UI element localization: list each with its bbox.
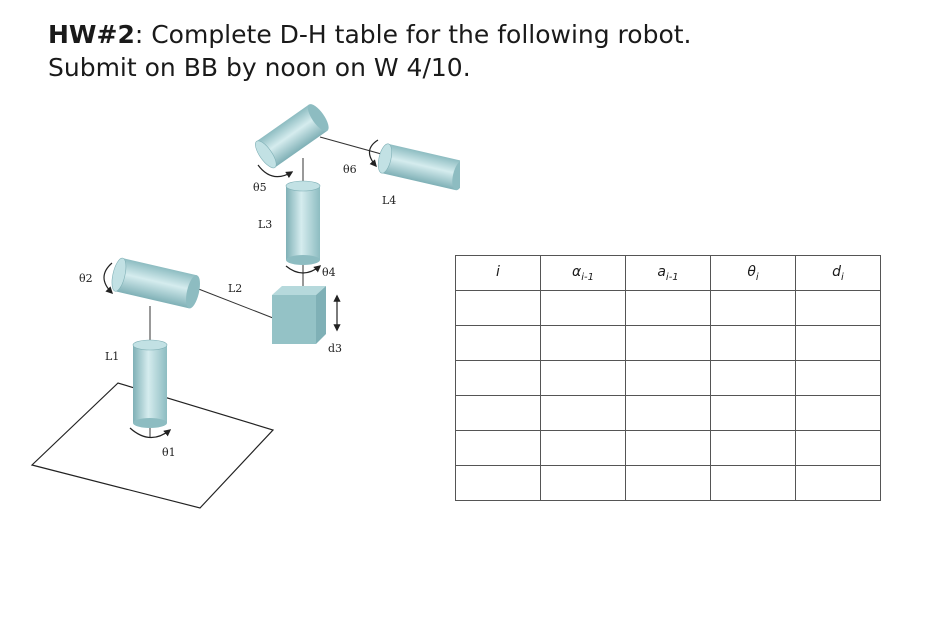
table-cell[interactable] [540, 290, 626, 326]
title-text: : Complete D-H table for the following r… [134, 20, 692, 49]
label-d3: d3 [328, 342, 342, 355]
table-cell[interactable] [795, 465, 881, 501]
header-theta: θi [710, 255, 796, 291]
table-cell[interactable] [625, 465, 711, 501]
link-3-cylinder [285, 180, 321, 265]
label-theta5: θ5 [253, 181, 267, 194]
label-theta6: θ6 [343, 163, 357, 176]
header-alpha: αi-1 [540, 255, 626, 291]
table-cell[interactable] [625, 430, 711, 466]
table-row [455, 430, 881, 466]
theta6-arrow-icon [368, 139, 379, 168]
theta1-arrow-icon [129, 427, 172, 439]
table-cell[interactable] [625, 395, 711, 431]
header-a: ai-1 [625, 255, 711, 291]
table-row [455, 360, 881, 396]
table-cell[interactable] [455, 325, 541, 361]
label-theta4: θ4 [322, 266, 336, 279]
table-cell[interactable] [710, 325, 796, 361]
table-cell[interactable] [455, 430, 541, 466]
label-theta2: θ2 [79, 272, 93, 285]
table-cell[interactable] [625, 290, 711, 326]
table-cell[interactable] [540, 430, 626, 466]
table-cell[interactable] [795, 395, 881, 431]
table-cell[interactable] [540, 395, 626, 431]
table-cell[interactable] [710, 465, 796, 501]
link-4-cylinder [377, 143, 460, 191]
label-L2: L2 [228, 282, 242, 295]
dh-header-row: i αi-1 ai-1 θi di [455, 255, 881, 291]
base-plate [30, 382, 275, 509]
table-cell[interactable] [540, 360, 626, 396]
table-row [455, 395, 881, 431]
table-cell[interactable] [795, 325, 881, 361]
assignment-header: HW#2: Complete D-H table for the followi… [48, 18, 692, 84]
label-L1: L1 [105, 350, 119, 363]
table-cell[interactable] [540, 325, 626, 361]
label-theta1: θ1 [162, 446, 176, 459]
table-cell[interactable] [795, 290, 881, 326]
title-line: HW#2: Complete D-H table for the followi… [48, 18, 692, 51]
table-cell[interactable] [455, 465, 541, 501]
prismatic-joint-box [272, 286, 326, 344]
table-cell[interactable] [540, 465, 626, 501]
table-cell[interactable] [455, 360, 541, 396]
hw-label: HW#2 [48, 20, 135, 49]
table-cell[interactable] [455, 290, 541, 326]
joint-2-cylinder [111, 257, 200, 309]
rotation-arrows [103, 139, 379, 439]
subtitle-line: Submit on BB by noon on W 4/10. [48, 53, 471, 82]
theta2-arrow-icon [103, 262, 114, 295]
table-row [455, 325, 881, 361]
table-cell[interactable] [795, 430, 881, 466]
label-L4: L4 [382, 194, 396, 207]
header-i: i [455, 255, 541, 291]
robot-diagram: θ1 θ2 θ4 θ5 θ6 L1 L2 L3 L4 d3 [30, 104, 460, 509]
theta4-arrow-icon [285, 265, 322, 274]
table-cell[interactable] [625, 360, 711, 396]
table-cell[interactable] [455, 395, 541, 431]
header-d: di [795, 255, 881, 291]
label-L3: L3 [258, 218, 272, 231]
table-row [455, 290, 881, 326]
table-cell[interactable] [625, 325, 711, 361]
link-lines [149, 136, 460, 438]
table-cell[interactable] [795, 360, 881, 396]
table-cell[interactable] [710, 395, 796, 431]
theta5-arrow-icon [257, 164, 294, 179]
link-1-cylinder [132, 339, 168, 428]
table-cell[interactable] [710, 360, 796, 396]
table-row [455, 465, 881, 501]
dh-parameter-table: i αi-1 ai-1 θi di [455, 255, 881, 501]
table-cell[interactable] [710, 430, 796, 466]
table-cell[interactable] [710, 290, 796, 326]
joint-5-cylinder [255, 104, 329, 169]
